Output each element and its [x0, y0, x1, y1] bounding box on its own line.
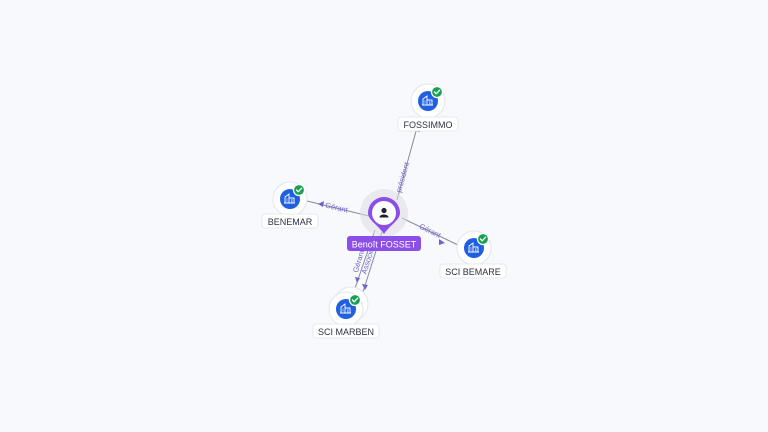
company-label-fossimmo: FOSSIMMO — [397, 116, 459, 132]
edge-fossimmo — [396, 123, 419, 201]
relation-label: Gérant — [324, 201, 349, 215]
edge-benemar — [306, 200, 370, 217]
verified-check-icon — [476, 232, 490, 246]
arrow-sci-marben-2 — [362, 284, 368, 290]
verified-check-icon — [348, 293, 362, 307]
relation-label: Gérant — [418, 222, 443, 241]
person-label: Benoît FOSSET — [347, 236, 421, 251]
company-label-sci-bemare: SCI BEMARE — [439, 263, 507, 279]
company-node-benemar[interactable] — [272, 181, 308, 217]
edge-sci-bemare — [401, 217, 459, 246]
company-name: FOSSIMMO — [404, 120, 453, 130]
arrow-sci-marben-1 — [355, 277, 360, 283]
relation-label: président — [394, 160, 411, 193]
company-name: SCI BEMARE — [445, 267, 501, 277]
verified-check-icon — [292, 183, 306, 197]
arrow-benemar — [318, 201, 324, 207]
verified-check-icon — [430, 85, 444, 99]
company-label-sci-marben: SCI MARBEN — [312, 323, 380, 339]
company-node-fossimmo[interactable] — [410, 83, 446, 119]
company-name: BENEMAR — [268, 217, 313, 227]
person-icon — [379, 207, 389, 218]
person-node[interactable] — [360, 189, 408, 237]
company-label-benemar: BENEMAR — [261, 213, 319, 229]
arrow-sci-bemare — [439, 239, 445, 245]
company-name: SCI MARBEN — [318, 327, 374, 337]
person-name: Benoît FOSSET — [352, 240, 417, 250]
company-node-sci-bemare[interactable] — [456, 230, 492, 266]
company-node-sci-marben[interactable] — [328, 286, 369, 327]
